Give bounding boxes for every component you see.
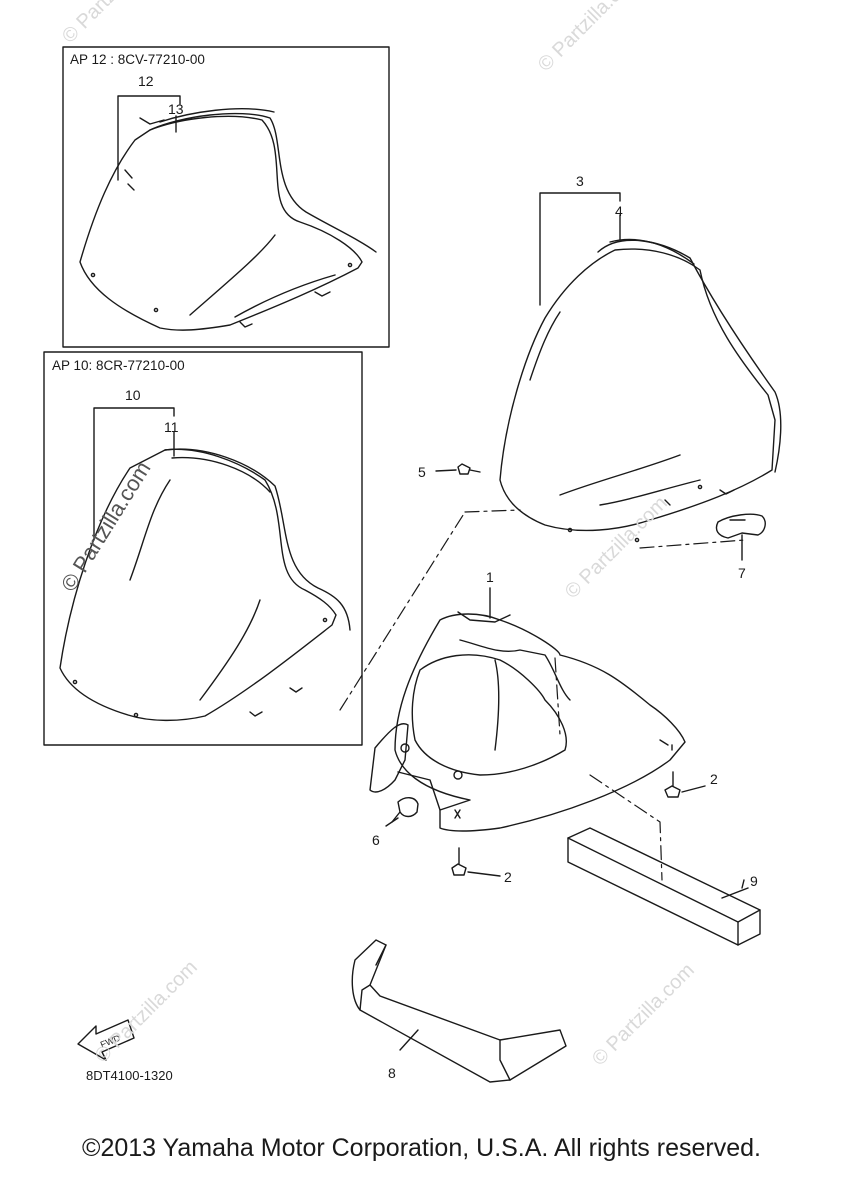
clip-6 <box>391 797 419 823</box>
callout-7: 7 <box>738 565 746 581</box>
callout-9: 9 <box>750 873 758 889</box>
watermark: © Partzilla.com <box>561 492 672 603</box>
inset-bottom-label: AP 10: 8CR-77210-00 <box>52 358 185 373</box>
callout-2-bottom: 2 <box>504 869 512 885</box>
watermark: © Partzilla.com <box>91 956 202 1067</box>
bolt-2-bottom <box>451 847 501 877</box>
callout-13: 13 <box>168 101 184 117</box>
watermark: © Partzilla.com <box>58 0 169 48</box>
bolt-5 <box>435 463 481 475</box>
callout-10: 10 <box>125 387 141 403</box>
copyright-footer: ©2013 Yamaha Motor Corporation, U.S.A. A… <box>82 1134 761 1162</box>
callout-4: 4 <box>615 203 623 219</box>
watermark: © Partzilla.com <box>588 959 699 1070</box>
watermark: © Partzilla.com <box>534 0 645 76</box>
inset-top-label: AP 12 : 8CV-77210-00 <box>70 52 205 67</box>
diagram-code: 8DT4100-1320 <box>86 1068 173 1083</box>
foam-pad-9 <box>567 827 761 946</box>
fwd-arrow-icon <box>77 1019 135 1061</box>
windshield-ap10 <box>59 448 351 722</box>
grommet-7 <box>715 513 766 561</box>
callout-8: 8 <box>388 1065 396 1081</box>
callout-5: 5 <box>418 464 426 480</box>
bolt-2-right <box>664 771 706 798</box>
callout-11: 11 <box>164 419 179 435</box>
callout-2-right: 2 <box>710 771 718 787</box>
callout-3: 3 <box>576 173 584 189</box>
callout-1: 1 <box>486 569 494 585</box>
inset-box-ap12 <box>62 46 390 348</box>
foam-strip-8 <box>351 939 567 1083</box>
watermark-dark: © Partzilla.com <box>56 457 156 596</box>
windshield-ap12 <box>79 108 377 331</box>
cowl-main <box>369 611 686 832</box>
windshield-main <box>499 238 782 543</box>
inset-box-ap10 <box>43 351 363 746</box>
callout-6: 6 <box>372 832 380 848</box>
callout-12: 12 <box>138 73 154 89</box>
